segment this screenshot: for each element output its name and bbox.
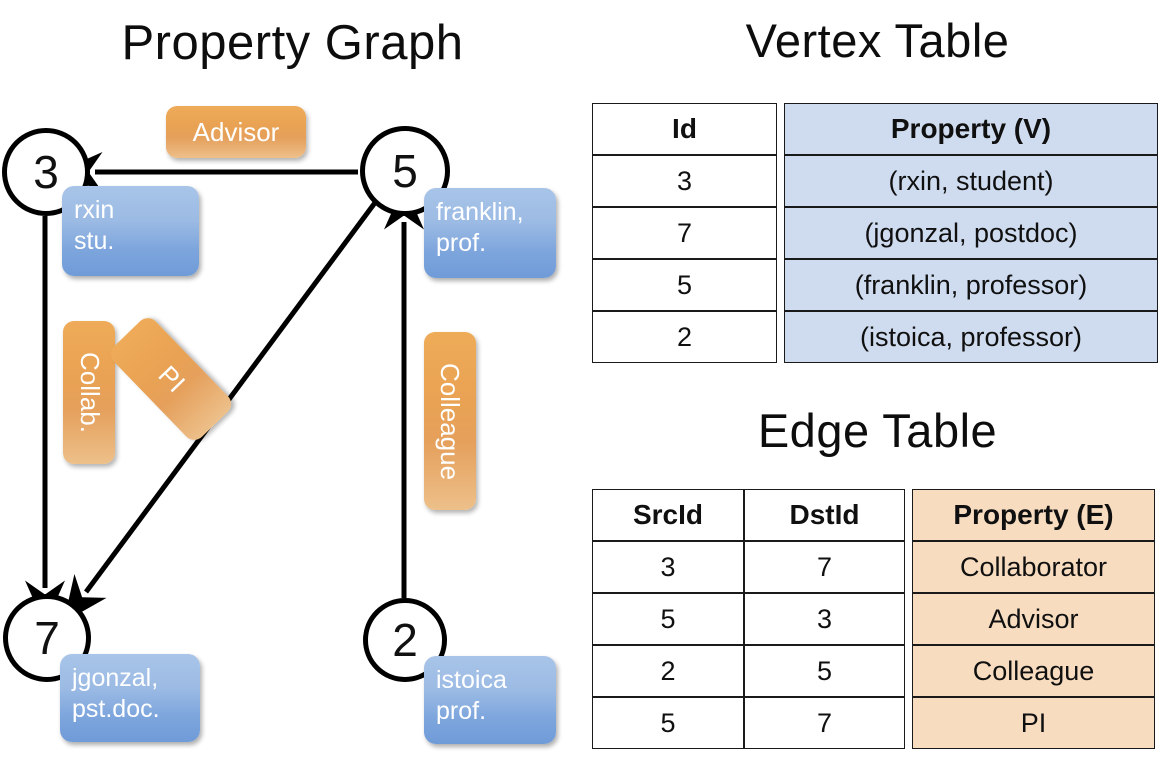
vertex-property-box-jgonzal: jgonzal, pst.doc.: [60, 654, 200, 742]
column-gap: [905, 593, 912, 645]
graph-edge-lines: [25, 152, 424, 626]
edge-cell-dstid: 7: [744, 541, 905, 593]
column-gap: [777, 311, 784, 363]
column-gap: [777, 259, 784, 311]
vertex-cell-id: 2: [592, 311, 777, 363]
edge-cell-property: Advisor: [912, 593, 1155, 645]
page-title-vertex-table: Vertex Table: [745, 14, 1010, 67]
vertex-property-box-rxin: rxin stu.: [62, 186, 199, 276]
column-gap: [905, 489, 912, 541]
vertex-cell-id: 3: [592, 155, 777, 207]
edge-label-collaborator: Collab.: [63, 321, 115, 464]
edge-cell-dstid: 5: [744, 645, 905, 697]
vertex-cell-property: (rxin, student): [784, 155, 1158, 207]
edge-table: SrcId DstId Property (E) 3 7 Collaborato…: [592, 489, 1155, 749]
vertex-cell-property: (jgonzal, postdoc): [784, 207, 1158, 259]
edge-line-pi: [63, 198, 380, 623]
vertex-property-box-franklin: franklin, prof.: [424, 188, 556, 278]
table-row: 2 (istoica, professor): [592, 311, 1158, 363]
edge-table-header-dstid: DstId: [744, 489, 905, 541]
vertex-table-header-row: Id Property (V): [592, 103, 1158, 155]
page-title-property-graph: Property Graph: [121, 16, 464, 70]
edge-cell-dstid: 3: [744, 593, 905, 645]
edge-label-advisor: Advisor: [166, 106, 306, 158]
table-row: 5 (franklin, professor): [592, 259, 1158, 311]
table-row: 3 (rxin, student): [592, 155, 1158, 207]
vertex-table: Id Property (V) 3 (rxin, student) 7 (jgo…: [592, 103, 1158, 363]
edge-label-collaborator-text: Collab.: [74, 352, 105, 433]
vertex-table-header-id: Id: [592, 103, 777, 155]
table-row: 2 5 Colleague: [592, 645, 1155, 697]
edge-cell-property: PI: [912, 697, 1155, 749]
table-row: 5 3 Advisor: [592, 593, 1155, 645]
edge-label-advisor-text: Advisor: [192, 116, 280, 147]
column-gap: [777, 103, 784, 155]
edge-cell-srcid: 3: [592, 541, 744, 593]
edge-cell-property: Collaborator: [912, 541, 1155, 593]
table-row: 3 7 Collaborator: [592, 541, 1155, 593]
column-gap: [905, 697, 912, 749]
page-title-edge-table: Edge Table: [757, 404, 998, 457]
table-row: 7 (jgonzal, postdoc): [592, 207, 1158, 259]
column-gap: [905, 541, 912, 593]
edge-cell-srcid: 5: [592, 697, 744, 749]
edge-label-pi-text: PI: [152, 359, 191, 398]
edge-cell-srcid: 5: [592, 593, 744, 645]
edge-table-header-srcid: SrcId: [592, 489, 744, 541]
vertex-cell-property: (istoica, professor): [784, 311, 1158, 363]
edge-label-colleague: Colleague: [424, 332, 476, 510]
vertex-cell-id: 5: [592, 259, 777, 311]
vertex-cell-property: (franklin, professor): [784, 259, 1158, 311]
edge-table-header-row: SrcId DstId Property (E): [592, 489, 1155, 541]
edge-label-colleague-text: Colleague: [435, 362, 466, 480]
table-row: 5 7 PI: [592, 697, 1155, 749]
vertex-cell-id: 7: [592, 207, 777, 259]
vertex-property-box-istoica: istoica prof.: [424, 656, 556, 744]
vertex-table-header-property: Property (V): [784, 103, 1158, 155]
edge-table-header-property: Property (E): [912, 489, 1155, 541]
column-gap: [777, 207, 784, 259]
edge-cell-property: Colleague: [912, 645, 1155, 697]
property-graph-diagram: 3 5 7 2 rxin stu. franklin, prof. jgonza…: [2, 106, 556, 744]
column-gap: [777, 155, 784, 207]
edge-cell-srcid: 2: [592, 645, 744, 697]
column-gap: [905, 645, 912, 697]
edge-cell-dstid: 7: [744, 697, 905, 749]
vertex-node-2[interactable]: 2: [363, 598, 447, 682]
